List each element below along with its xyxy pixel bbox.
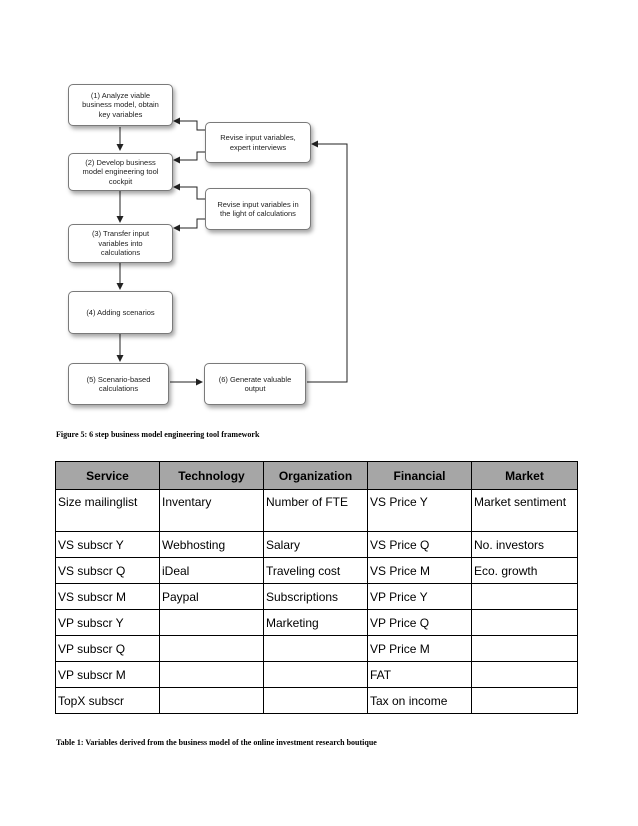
diagram-connectors — [116, 117, 348, 386]
table-cell — [159, 661, 264, 688]
step-4-box: (4) Adding scenarios — [68, 291, 173, 334]
table-row: TopX subscr Tax on income — [55, 687, 578, 714]
table-header-row: Service Technology Organization Financia… — [55, 461, 578, 490]
table-cell: FAT — [367, 661, 472, 688]
table-cell: Size mailinglist — [55, 489, 160, 532]
table-cell: VP Price M — [367, 635, 472, 662]
table-cell: VS Price Y — [367, 489, 472, 532]
table-row: VP subscr Q VP Price M — [55, 635, 578, 662]
table-cell: VP subscr Q — [55, 635, 160, 662]
table-cell: Traveling cost — [263, 557, 368, 584]
step-2-box: (2) Develop business model engineering t… — [68, 153, 173, 191]
table-cell: VS subscr Y — [55, 531, 160, 558]
feedback-expert-box: Revise input variables, expert interview… — [205, 122, 311, 163]
table-cell: iDeal — [159, 557, 264, 584]
header-market: Market — [471, 461, 578, 490]
table-cell — [471, 583, 578, 610]
table-caption: Table 1: Variables derived from the busi… — [56, 738, 377, 747]
table-cell: Number of FTE — [263, 489, 368, 532]
table-cell: Paypal — [159, 583, 264, 610]
figure-caption: Figure 5: 6 step business model engineer… — [56, 430, 260, 439]
step-5-box: (5) Scenario-based calculations — [68, 363, 169, 405]
table-cell: VP subscr Y — [55, 609, 160, 636]
table-cell: Market sentiment — [471, 489, 578, 532]
header-financial: Financial — [367, 461, 472, 490]
table-cell: TopX subscr — [55, 687, 160, 714]
table-cell: Subscriptions — [263, 583, 368, 610]
table-cell: Tax on income — [367, 687, 472, 714]
table-row: VP subscr M FAT — [55, 661, 578, 688]
table-row: Size mailinglist Inventary Number of FTE… — [55, 489, 578, 532]
table-cell: Webhosting — [159, 531, 264, 558]
arrow-output-loop — [307, 140, 348, 383]
table-row: VS subscr M Paypal Subscriptions VP Pric… — [55, 583, 578, 610]
arrow-feedback-b-to-step2 — [173, 183, 205, 200]
table-cell — [471, 609, 578, 636]
table-cell — [263, 687, 368, 714]
table-cell — [263, 661, 368, 688]
table-cell: VS Price M — [367, 557, 472, 584]
header-service: Service — [55, 461, 160, 490]
table-cell: Salary — [263, 531, 368, 558]
feedback-calculations-box: Revise input variables in the light of c… — [205, 188, 311, 230]
variables-table: Service Technology Organization Financia… — [55, 461, 578, 714]
table-cell — [471, 661, 578, 688]
arrow-feedback-b-to-step3 — [173, 218, 205, 232]
table-cell — [159, 609, 264, 636]
table-cell: Inventary — [159, 489, 264, 532]
header-technology: Technology — [159, 461, 264, 490]
table-cell: Marketing — [263, 609, 368, 636]
table-cell: Eco. growth — [471, 557, 578, 584]
arrow-feedback-a-to-step1 — [173, 117, 205, 131]
table-row: VS subscr Q iDeal Traveling cost VS Pric… — [55, 557, 578, 584]
table-cell — [263, 635, 368, 662]
step-3-box: (3) Transfer input variables into calcul… — [68, 224, 173, 263]
table-cell: VP Price Y — [367, 583, 472, 610]
step-6-box: (6) Generate valuable output — [204, 363, 306, 405]
table-cell: VS subscr Q — [55, 557, 160, 584]
table-cell: No. investors — [471, 531, 578, 558]
table-row: VP subscr Y Marketing VP Price Q — [55, 609, 578, 636]
table-cell — [471, 687, 578, 714]
table-cell: VS Price Q — [367, 531, 472, 558]
table-cell — [159, 635, 264, 662]
step-1-box: (1) Analyze viable business model, obtai… — [68, 84, 173, 126]
table-cell: VP Price Q — [367, 609, 472, 636]
header-organization: Organization — [263, 461, 368, 490]
table-cell — [159, 687, 264, 714]
arrow-feedback-a-to-step2 — [173, 151, 205, 164]
table-cell: VP subscr M — [55, 661, 160, 688]
table-cell: VS subscr M — [55, 583, 160, 610]
table-row: VS subscr Y Webhosting Salary VS Price Q… — [55, 531, 578, 558]
table-cell — [471, 635, 578, 662]
